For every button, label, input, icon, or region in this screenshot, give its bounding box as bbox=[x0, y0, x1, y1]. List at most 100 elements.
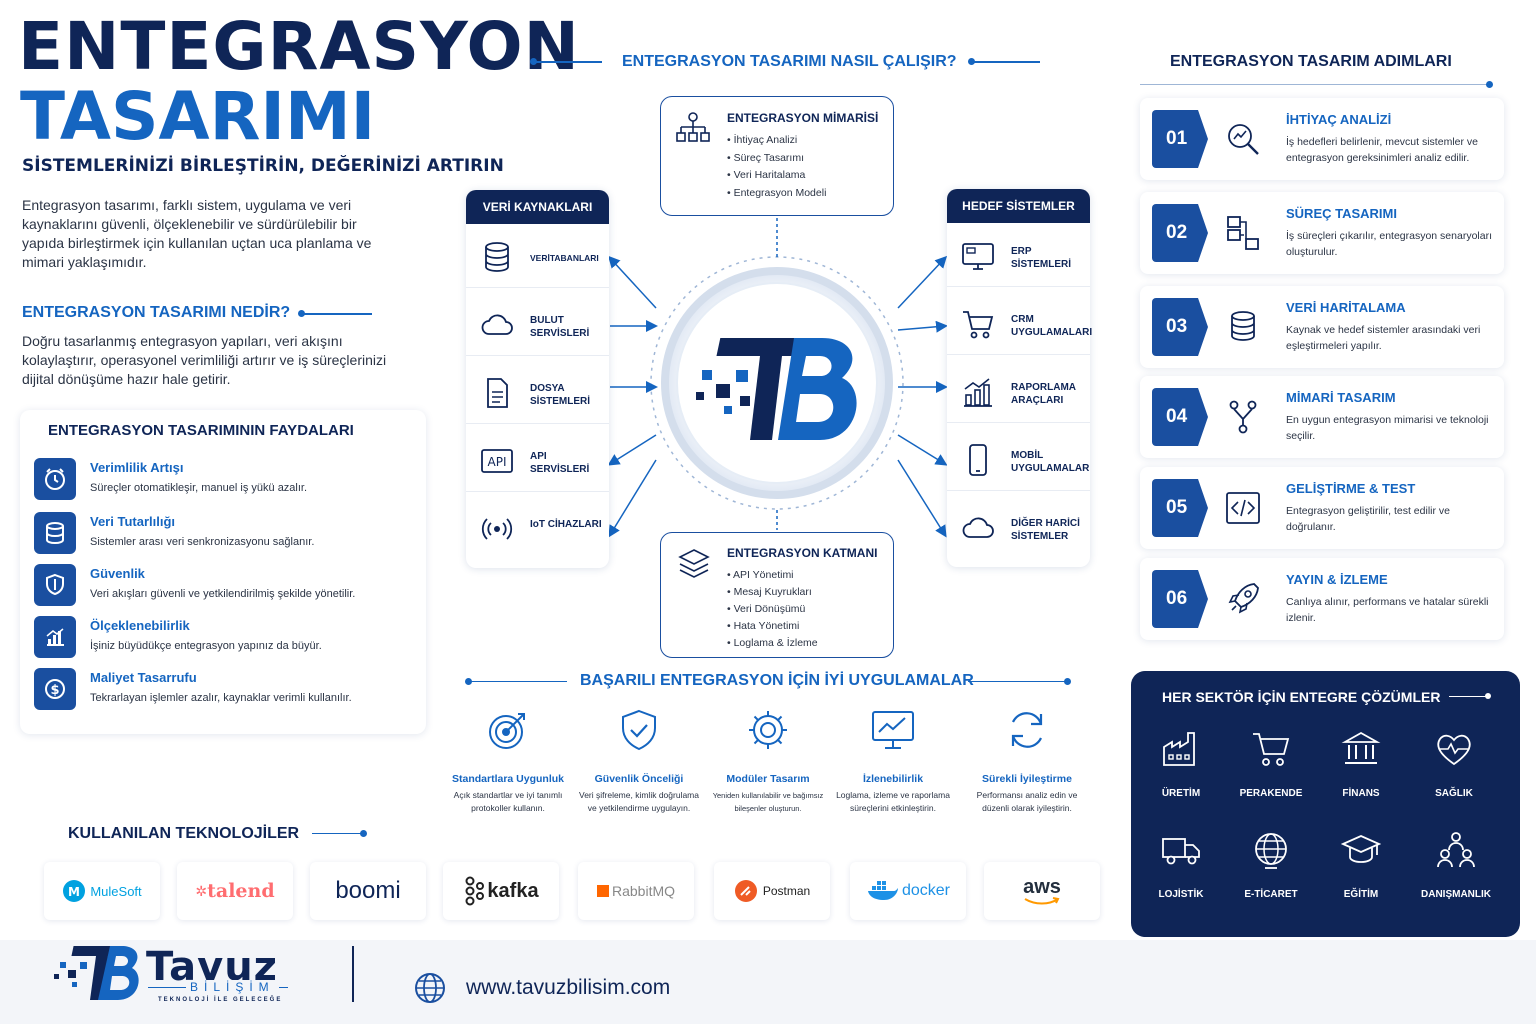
tech-logo-mulesoft: M MuleSoft bbox=[44, 862, 160, 920]
code-icon bbox=[1226, 492, 1260, 524]
monitor-icon bbox=[962, 243, 994, 270]
step-desc: Kaynak ve hedef sistemler arasındaki ver… bbox=[1286, 324, 1481, 352]
target-label: CRM UYGULAMALARI bbox=[1011, 314, 1093, 338]
list-item: • Mesaj Kuyrukları bbox=[727, 586, 812, 598]
kafka-logo-icon bbox=[465, 876, 485, 906]
page-title-line2: TASARIMI bbox=[20, 78, 376, 155]
step-number-badge bbox=[1152, 298, 1208, 356]
step-number: 06 bbox=[1166, 588, 1188, 609]
tech-label: talend bbox=[207, 880, 275, 902]
tech-label: MuleSoft bbox=[90, 883, 142, 899]
benefits-panel: ENTEGRASYON TASARIMININ FAYDALARI Veriml… bbox=[20, 410, 426, 734]
svg-text:API: API bbox=[488, 455, 507, 469]
shield-check-icon bbox=[622, 709, 656, 751]
monitor-chart-icon bbox=[872, 711, 914, 749]
benefit-desc: Sistemler arası veri senkronizasyonu sağ… bbox=[90, 536, 315, 548]
title-dot bbox=[1064, 678, 1071, 685]
practice-item: Sürekli İyileştirme Performansı analiz e… bbox=[965, 708, 1089, 815]
source-label: API SERVİSLERİ bbox=[530, 451, 590, 475]
api-icon: API bbox=[481, 449, 513, 473]
title-dot bbox=[1485, 693, 1491, 699]
sector-item: FİNANS bbox=[1316, 729, 1406, 799]
sector-item: PERAKENDE bbox=[1226, 729, 1316, 799]
practice-item: Standartlara Uygunluk Açık standartlar v… bbox=[446, 708, 570, 815]
step-desc: İş hedefleri belirlenir, mevcut sistemle… bbox=[1286, 136, 1478, 164]
globe-icon bbox=[415, 973, 445, 1003]
footer-divider bbox=[352, 946, 354, 1002]
practice-item: Güvenlik Önceliği Veri şifreleme, kimlik… bbox=[577, 708, 701, 815]
practice-desc: Loglama, izleme ve raporlama süreçlerini… bbox=[836, 790, 950, 813]
file-icon bbox=[487, 378, 508, 408]
list-item: • Süreç Tasarımı bbox=[727, 151, 805, 164]
tech-logo-boomi: boomi bbox=[310, 862, 426, 920]
consulting-people-icon bbox=[1437, 832, 1475, 868]
shield-icon bbox=[34, 564, 76, 606]
flow-icon bbox=[1227, 216, 1259, 250]
tech-logo-aws: aws bbox=[984, 862, 1100, 920]
title-line bbox=[312, 833, 362, 834]
tb-logo-icon bbox=[696, 338, 857, 440]
title-line bbox=[532, 61, 602, 63]
step-number-badge bbox=[1152, 110, 1208, 168]
list-item: • Veri Dönüşümü bbox=[727, 603, 806, 615]
clock-icon bbox=[34, 458, 76, 500]
iot-signal-icon bbox=[481, 518, 513, 540]
heart-pulse-icon bbox=[1437, 734, 1471, 766]
practice-desc: Veri şifreleme, kimlik doğrulama ve yetk… bbox=[579, 790, 699, 813]
step-number: 01 bbox=[1166, 128, 1188, 149]
benefit-title: Veri Tutarlılığı bbox=[90, 514, 176, 529]
tech-logo-docker: docker bbox=[850, 862, 966, 920]
website-link[interactable]: www.tavuzbilisim.com bbox=[466, 976, 671, 999]
source-label: DOSYA SİSTEMLERİ bbox=[530, 383, 591, 407]
source-item: DOSYA SİSTEMLERİ bbox=[466, 360, 609, 424]
best-practices-title: BAŞARILI ENTEGRASYON İÇİN İYİ UYGULAMALA… bbox=[580, 672, 974, 689]
magnifier-chart-icon bbox=[1228, 124, 1259, 155]
architecture-list: • İhtiyaç Analizi • Süreç Tasarımı • Ver… bbox=[727, 132, 826, 202]
tech-label: docker bbox=[901, 882, 951, 899]
source-item: BULUT SERVİSLERİ bbox=[466, 292, 609, 356]
mulesoft-logo-icon: M bbox=[63, 880, 86, 902]
sector-panel: HER SEKTÖR İÇİN ENTEGRE ÇÖZÜMLER ÜRETİM … bbox=[1131, 671, 1520, 937]
target-item: ERP SİSTEMLERİ bbox=[947, 223, 1090, 287]
benefit-desc: Tekrarlayan işlemler azalır, kaynaklar v… bbox=[90, 692, 352, 704]
step-number: 03 bbox=[1166, 316, 1188, 337]
practice-item: Modüler Tasarım Yeniden kullanılabilir v… bbox=[706, 708, 830, 815]
source-item: API API SERVİSLERİ bbox=[466, 428, 609, 492]
source-label: VERİTABANLARI bbox=[530, 253, 599, 263]
step-number: 05 bbox=[1166, 497, 1188, 518]
title-line bbox=[467, 681, 567, 682]
cloud-icon bbox=[962, 517, 994, 538]
intro-text: Entegrasyon tasarımı, farklı sistem, uyg… bbox=[22, 197, 372, 270]
step-card: 03 VERİ HARİTALAMA Kaynak ve hedef siste… bbox=[1140, 286, 1504, 368]
mobile-icon bbox=[969, 444, 987, 476]
sector-item: SAĞLIK bbox=[1409, 729, 1499, 799]
practice-desc: Açık standartlar ve iyi tanımlı protokol… bbox=[453, 790, 563, 813]
footer-tb-logo-icon bbox=[54, 946, 139, 1000]
talend-logo-icon: ✲ bbox=[195, 882, 208, 899]
source-item: VERİTABANLARI bbox=[466, 224, 609, 288]
sector-label: FİNANS bbox=[1342, 788, 1380, 799]
tech-label: RabbitMQ bbox=[611, 883, 676, 899]
practice-title: Sürekli İyileştirme bbox=[982, 773, 1072, 785]
target-icon bbox=[489, 713, 525, 749]
sector-item: EĞİTİM bbox=[1316, 830, 1406, 900]
practice-title: İzlenebilirlik bbox=[862, 773, 924, 785]
tech-logo-talend: ✲ talend bbox=[177, 862, 293, 920]
step-desc: En uygun entegrasyon mimarisi ve teknolo… bbox=[1286, 414, 1489, 442]
footer-brand-sub: BİLİŞİM bbox=[186, 980, 279, 994]
target-item: DİĞER HARİCİ SİSTEMLER bbox=[947, 495, 1090, 559]
rocket-icon bbox=[1228, 583, 1259, 614]
benefit-item: Ölçeklenebilirlik İşiniz büyüdükçe enteg… bbox=[34, 616, 414, 660]
tech-label: aws bbox=[1023, 876, 1061, 898]
target-item: CRM UYGULAMALARI bbox=[947, 291, 1093, 355]
list-item: • API Yönetimi bbox=[727, 569, 794, 581]
benefit-title: Maliyet Tasarrufu bbox=[90, 670, 197, 685]
gear-icon bbox=[749, 711, 787, 749]
layer-title: ENTEGRASYON KATMANI bbox=[727, 546, 878, 560]
step-number-badge bbox=[1152, 479, 1208, 537]
benefit-item: $ Maliyet Tasarrufu Tekrarlayan işlemler… bbox=[34, 668, 414, 712]
practice-title: Standartlara Uygunluk bbox=[451, 773, 565, 785]
sector-label: ÜRETİM bbox=[1161, 788, 1201, 799]
sector-item: LOJİSTİK bbox=[1136, 830, 1226, 900]
practice-desc: Performansı analiz edin ve düzenli olara… bbox=[976, 790, 1078, 813]
